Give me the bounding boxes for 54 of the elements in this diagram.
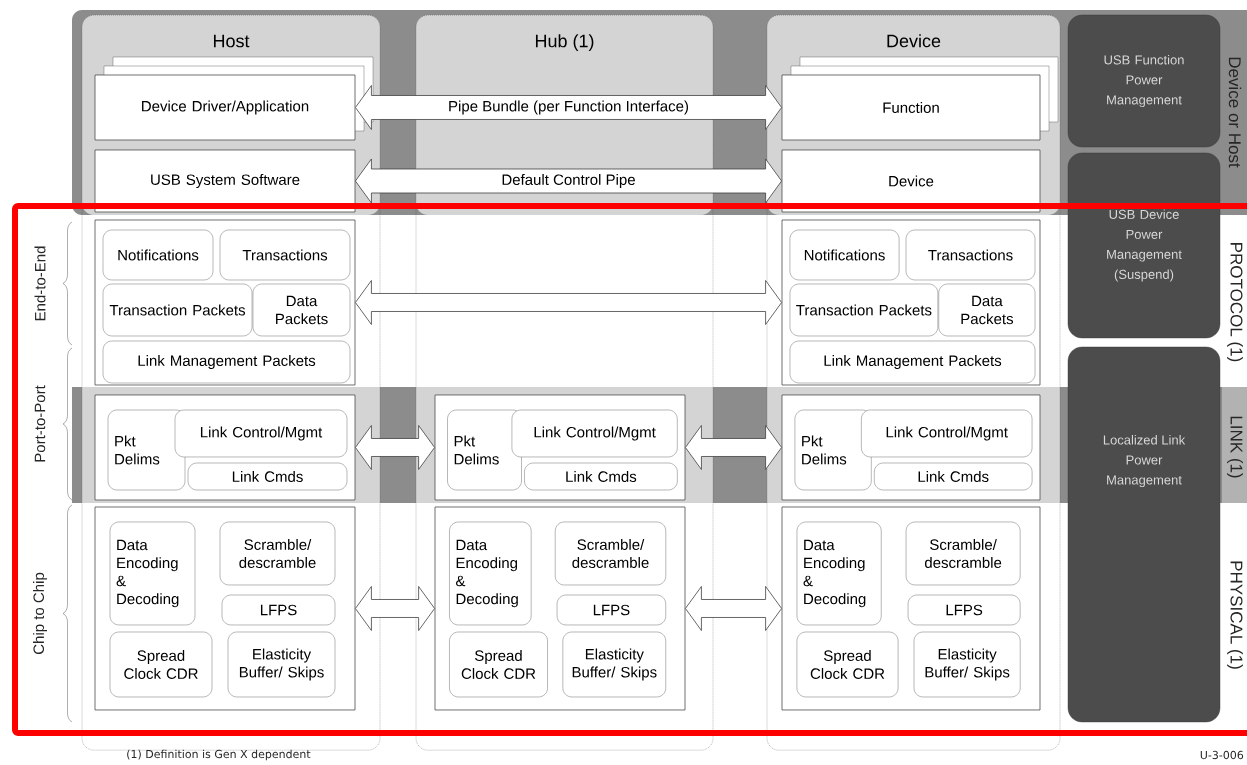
function-block: Spread Clock CDR	[109, 631, 213, 698]
function-block: Elasticity Buffer/ Skips	[562, 631, 666, 698]
function-block: Elasticity Buffer/ Skips	[227, 631, 336, 698]
function-block: Link Control/Mgmt	[511, 409, 678, 458]
function-block: Data Encoding & Decoding	[796, 521, 882, 626]
function-block: Scramble/ descramble	[905, 521, 1021, 586]
double-arrow	[685, 586, 782, 631]
double-arrow	[685, 425, 782, 470]
function-block: Pkt Delims	[107, 409, 186, 491]
function-block: Elasticity Buffer/ Skips	[913, 631, 1021, 698]
function-block: Data Packets	[938, 283, 1036, 337]
function-block: Spread Clock CDR	[796, 631, 899, 698]
layer-box: USB System Software	[94, 149, 356, 213]
function-block: Transaction Packets	[102, 283, 253, 337]
function-block: Scramble/ descramble	[219, 521, 336, 586]
function-block: Data Encoding & Decoding	[449, 521, 532, 626]
function-block: Notifications	[102, 229, 214, 281]
function-block: Pkt Delims	[794, 409, 872, 491]
function-block: Transactions	[219, 229, 351, 281]
function-block: Link Cmds	[187, 462, 348, 491]
function-block: LFPS	[221, 594, 336, 626]
function-block: Pkt Delims	[447, 409, 522, 491]
function-block: LFPS	[556, 594, 666, 626]
layer-box: Device	[781, 149, 1041, 213]
edge-label: Pipe Bundle (per Function Interface)	[447, 99, 690, 116]
function-block: Link Cmds	[874, 462, 1033, 491]
power-management-box: USB Device Power Management (Suspend)	[1067, 152, 1221, 339]
power-management-box: USB Function Power Management	[1067, 14, 1221, 148]
scope-label: Port-to-Port	[34, 385, 46, 462]
layer-label: PROTOCOL (1)	[1227, 243, 1243, 362]
function-block: Notifications	[789, 229, 900, 281]
layer-label: Device or Host	[1228, 57, 1242, 168]
double-arrow	[355, 280, 782, 325]
function-block: Data Encoding & Decoding	[109, 521, 196, 626]
double-arrow	[355, 425, 435, 470]
power-management-box: Localized Link Power Management	[1067, 346, 1221, 723]
function-block: Transaction Packets	[789, 283, 939, 337]
scope-label: Chip to Chip	[33, 572, 47, 654]
function-block: Link Control/Mgmt	[861, 409, 1033, 458]
function-block: Scramble/ descramble	[555, 521, 666, 586]
function-block: Transactions	[905, 229, 1036, 281]
stacked-box: Function	[781, 56, 1059, 141]
scope-label: End-to-End	[34, 246, 46, 321]
function-block: Link Management Packets	[102, 340, 351, 384]
function-block: Link Control/Mgmt	[174, 409, 348, 458]
function-block: Spread Clock CDR	[449, 631, 548, 698]
stacked-box: Device Driver/Application	[94, 56, 374, 141]
function-block: Link Cmds	[524, 462, 678, 491]
function-block: Link Management Packets	[789, 340, 1036, 384]
double-arrow	[355, 586, 435, 631]
figure-code: U-3-006	[1200, 750, 1244, 760]
footnote: (1) Definition is Gen X dependent	[127, 749, 311, 761]
function-block: LFPS	[907, 594, 1021, 626]
function-block: Data Packets	[252, 283, 351, 337]
